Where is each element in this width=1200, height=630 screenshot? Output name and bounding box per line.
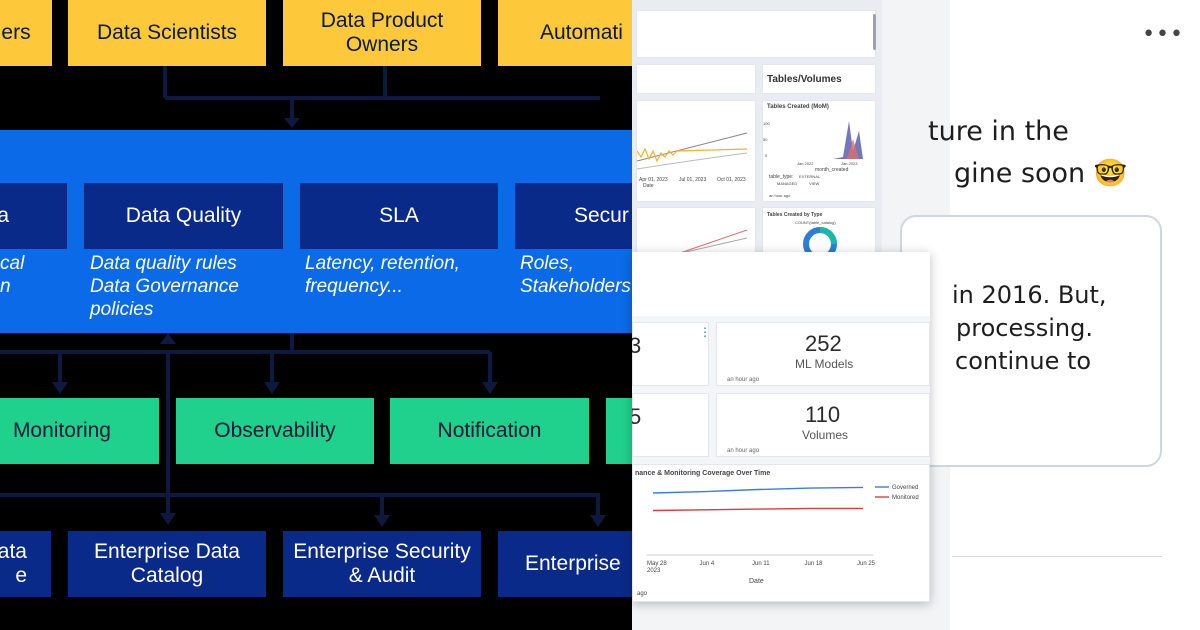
volumes-updated: an hour ago	[727, 448, 760, 454]
tables-created-card: Tables Created (MoM) 100 50 0 Jan 2022 J…	[762, 100, 876, 202]
date-tick-1: Apr 01, 2023	[639, 177, 668, 183]
overview-dashboard: 3 ⋮ 252 ML Models an hour ago 5 110 Volu…	[632, 252, 930, 602]
legend-label-governed: Governed	[892, 485, 918, 491]
volumes-value: 110	[805, 402, 841, 427]
tick-0: 0	[765, 153, 768, 158]
post-text-line-1: ture in the	[928, 116, 1069, 147]
enterprise-box-data: ata e	[0, 531, 51, 597]
x-tick-label: Jun 4	[700, 561, 715, 567]
section-header-card	[636, 64, 756, 94]
series-line-governed	[652, 486, 864, 494]
stat-card-ml-models: 252 ML Models an hour ago	[716, 322, 930, 386]
date-axis-label: Date	[643, 183, 654, 189]
service-box-notification: Notification	[390, 398, 589, 464]
service-box-partial	[606, 398, 632, 464]
enterprise-box-enterprise: Enterprise	[498, 531, 632, 597]
policy-box-catalog: a	[0, 183, 67, 249]
scrollbar[interactable]	[873, 14, 876, 50]
policy-desc-catalog: cal n	[0, 253, 25, 298]
tick-100: 100	[763, 121, 770, 126]
legend-view: VIEW	[809, 181, 820, 186]
policy-box-data-quality: Data Quality	[84, 183, 283, 249]
date-tick-2: Jul 01, 2023	[679, 177, 707, 183]
dashboard-header	[632, 252, 930, 316]
tick-50: 50	[763, 137, 768, 142]
policy-box-security: Secur	[515, 183, 632, 249]
ml-models-updated: an hour ago	[727, 377, 760, 383]
stat-card-left-2: 5	[632, 393, 709, 457]
quote-text-line-1: in 2016. But,	[952, 281, 1107, 309]
mini-line-chart	[636, 132, 748, 170]
kebab-menu-icon[interactable]: ⋮	[699, 325, 711, 339]
quote-text-line-3: continue to	[955, 347, 1092, 375]
date-tick-3: Oct 01, 2023	[717, 177, 746, 183]
series-line-monitored	[652, 507, 863, 512]
volumes-label: Volumes	[802, 428, 849, 442]
architecture-diagram: ers Data Scientists Data Product Owners …	[0, 0, 632, 597]
policy-desc-security: Roles, Stakeholders	[520, 253, 631, 298]
x-axis-title: Date	[749, 578, 764, 585]
top-filter-card	[636, 10, 876, 58]
stat-left-1-value: 3	[632, 333, 642, 358]
x-tick-label: Jun 11	[752, 561, 770, 567]
stat-card-volumes: 110 Volumes an hour ago	[716, 393, 930, 457]
tables-by-type-title: Tables Created by Type	[767, 212, 823, 218]
policy-desc-sla: Latency, retention, frequency...	[305, 253, 460, 298]
x-tick-label: Jun 18	[805, 561, 824, 567]
coverage-chart-card: nance & Monitoring Coverage Over Time Go…	[632, 464, 930, 602]
x-tick-label: Jun 25	[857, 561, 876, 567]
quote-text-line-2: processing.	[956, 314, 1093, 342]
more-options-icon[interactable]: •••	[1142, 22, 1184, 47]
tables-dashboard: Tables/Volumes Apr 01, 2023 Jul 01, 2023…	[632, 0, 882, 255]
legend-label-monitored: Monitored	[892, 495, 919, 501]
post-text-line-2: gine soon 🤓	[954, 158, 1128, 189]
ml-models-value: 252	[805, 331, 842, 356]
tables-by-type-subtitle: COUNT(table_catalog)	[795, 220, 836, 225]
legend-managed: MANAGED	[777, 181, 798, 186]
user-box-engineers: ers	[0, 0, 52, 66]
month-tick-1: Jan 2022	[797, 161, 814, 166]
user-box-data-product-owners: Data Product Owners	[283, 0, 481, 66]
month-created-label: month_created	[815, 167, 849, 173]
coverage-footer: ago	[637, 591, 648, 597]
quoted-post-card[interactable]	[900, 215, 1162, 467]
stat-card-left-1: 3 ⋮	[632, 322, 711, 386]
user-box-automation: Automati	[498, 0, 632, 66]
legend-external: EXTERNAL	[799, 174, 821, 179]
coverage-chart-title: nance & Monitoring Coverage Over Time	[635, 470, 771, 477]
diagram-connectors	[0, 66, 606, 527]
month-tick-2: Jan 2023	[841, 161, 858, 166]
donut-chart	[803, 227, 837, 255]
tables-header-card: Tables/Volumes	[762, 64, 876, 94]
enterprise-box-data-catalog: Enterprise Data Catalog	[68, 531, 266, 597]
service-box-monitoring: Monitoring	[0, 398, 159, 464]
mini-trend-chart	[676, 229, 748, 255]
stat-left-2-value: 5	[632, 404, 642, 429]
ml-models-label: ML Models	[795, 357, 854, 371]
policy-desc-data-quality: Data quality rules Data Governance polic…	[90, 253, 239, 321]
post-divider	[952, 556, 1162, 557]
enterprise-box-security-audit: Enterprise Security & Audit	[283, 531, 481, 597]
tables-created-title: Tables Created (MoM)	[767, 104, 829, 110]
trend-card	[636, 207, 756, 255]
tables-by-type-card: Tables Created by Type COUNT(table_catal…	[762, 207, 876, 255]
policy-box-sla: SLA	[300, 183, 498, 249]
tables-volumes-header: Tables/Volumes	[767, 74, 842, 85]
service-box-observability: Observability	[176, 398, 374, 464]
tables-created-area-chart	[793, 121, 863, 159]
user-box-data-scientists: Data Scientists	[68, 0, 266, 66]
last-updated: an hour ago	[769, 193, 791, 198]
legend-title: table_type:	[769, 174, 794, 180]
line-chart-card: Apr 01, 2023 Jul 01, 2023 Oct 01, 2023 D…	[636, 100, 756, 202]
